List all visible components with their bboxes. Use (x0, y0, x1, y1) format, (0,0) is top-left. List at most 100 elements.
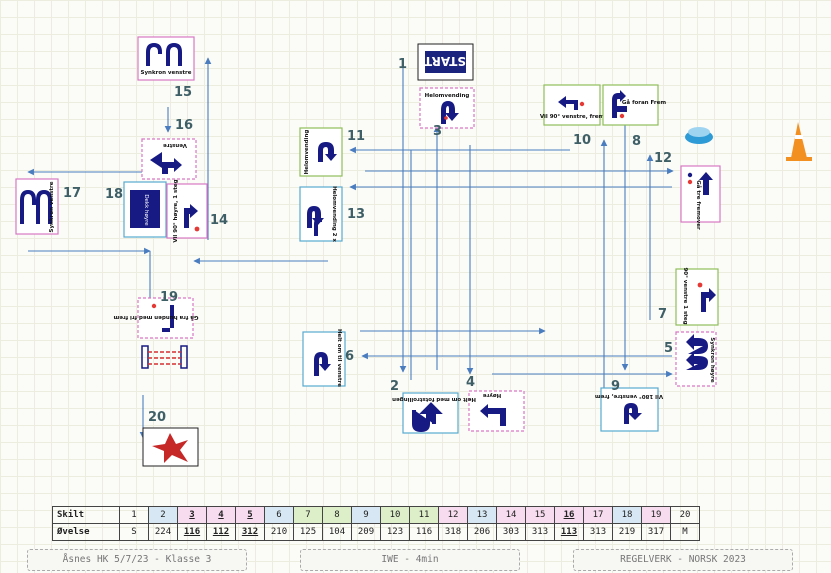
turn-glyph (162, 158, 182, 174)
table-row-skilt: Skilt 1 2 3 4 5 6 7 8 9 10 11 12 13 14 1… (52, 506, 700, 524)
skilt-cell: 13 (467, 506, 497, 524)
sign-11-label: Helomvending (304, 130, 310, 175)
exercise-table: Skilt 1 2 3 4 5 6 7 8 9 10 11 12 13 14 1… (52, 506, 700, 541)
skilt-cell: 6 (264, 506, 294, 524)
sign-numbers: 1 2 3 4 5 6 7 8 9 10 11 12 13 14 15 16 1… (63, 57, 673, 425)
turn-left-glyph (558, 96, 578, 110)
finish-emblem-icon (152, 433, 188, 463)
sign-2: Helt om med fotstrollingen (392, 392, 476, 434)
skilt-cell: 11 (409, 506, 439, 524)
ovelse-cell: 116 (409, 523, 439, 541)
traffic-cone-icon (786, 122, 812, 161)
finish-sign (142, 427, 199, 467)
sign-10-label: Vil 90° venstre, frem (540, 114, 605, 120)
ovelse-cell: 318 (438, 523, 468, 541)
sign-16: Venstre (141, 138, 197, 180)
sign-3: Helomvending (419, 87, 475, 129)
num-18: 18 (105, 187, 123, 202)
u-turn-glyph (146, 42, 162, 66)
skilt-cell: 8 (322, 506, 352, 524)
sign-7-label: 90° venstre 1 steg (682, 267, 688, 324)
ovelse-cell: 125 (293, 523, 323, 541)
sign-16-label: Venstre (163, 142, 187, 148)
skilt-cell: 10 (380, 506, 410, 524)
sign-10: Vil 90° venstre, frem (540, 84, 605, 126)
num-17: 17 (63, 186, 81, 201)
ovelse-cell: 123 (380, 523, 410, 541)
u-turn-glyph (307, 206, 324, 228)
sign-6: Helt om til venstre (302, 329, 346, 387)
num-12: 12 (654, 151, 672, 166)
skilt-cell: 12 (438, 506, 468, 524)
front-glyph (612, 90, 626, 118)
ovelse-cell: S (119, 523, 149, 541)
sign-18: Dekk høyre (123, 181, 167, 238)
sign-9-label: Vil 180° venstre, frem (595, 393, 663, 399)
skilt-cell: 4 (206, 506, 236, 524)
footer-judge: IWE - 4min (300, 549, 520, 571)
skilt-cell: 9 (351, 506, 381, 524)
u-turn-glyph (314, 352, 331, 376)
sign-6-label: Helt om til venstre (336, 329, 342, 387)
skilt-cell: 7 (293, 506, 323, 524)
course-map: START Helomvending Vil 90° venstre, frem… (15, 36, 812, 467)
num-10: 10 (573, 133, 591, 148)
footer-ruleset: REGELVERK - NORSK 2023 (573, 549, 793, 571)
sign-11: Helomvending (299, 127, 343, 177)
u-turn-glyph (166, 42, 182, 66)
sign-8-label: Gå foran Frem (622, 99, 666, 106)
course-path-arrows (27, 57, 674, 439)
food-bowl-icon (685, 127, 713, 144)
num-13: 13 (347, 207, 365, 222)
skilt-cell: 14 (496, 506, 526, 524)
sign-4: Høyre (468, 390, 525, 432)
sign-7: 90° venstre 1 steg (675, 267, 719, 326)
sign-17: Synkron venstre (15, 178, 59, 235)
turn-glyph (480, 404, 506, 426)
ovelse-cell: 313 (525, 523, 555, 541)
row-label: Skilt (52, 506, 120, 524)
num-14: 14 (210, 213, 228, 228)
skilt-cell: 17 (583, 506, 613, 524)
turn-glyph (184, 204, 198, 228)
ovelse-cell: 116 (177, 523, 207, 541)
ovelse-cell: 312 (235, 523, 265, 541)
dog-dot (619, 113, 625, 119)
dog-dot (444, 116, 448, 120)
turn-glyph (150, 152, 162, 168)
sign-5-label: Synkron høyre (709, 337, 715, 382)
sign-14-label: Vil 90° høyre, 1 steg (173, 179, 179, 242)
u-turn-glyph (314, 218, 322, 236)
num-3: 3 (433, 124, 442, 139)
sign-18-label: Dekk høyre (143, 194, 149, 226)
num-4: 4 (466, 375, 475, 390)
sign-8: Gå foran Frem (602, 84, 666, 126)
u-turn-glyph (686, 352, 708, 370)
u-turn-glyph (36, 189, 52, 224)
num-16: 16 (175, 118, 193, 133)
num-6: 6 (345, 349, 354, 364)
u-turn-glyph (412, 402, 443, 433)
num-11: 11 (347, 129, 365, 144)
num-19: 19 (160, 290, 178, 305)
ovelse-cell: 112 (206, 523, 236, 541)
sign-5: Synkron høyre (675, 331, 717, 387)
skilt-cell: 19 (641, 506, 671, 524)
ovelse-cell: 113 (554, 523, 584, 541)
u-turn-glyph (318, 142, 337, 162)
leave-dog-glyph (162, 305, 174, 332)
sign-13-label: Helomvending 2 x (331, 186, 337, 242)
sign-9: Vil 180° venstre, frem (595, 387, 663, 432)
skilt-cell: 1 (119, 506, 149, 524)
start-label: START (423, 54, 466, 68)
ovelse-cell: 210 (264, 523, 294, 541)
num-5: 5 (664, 341, 673, 356)
num-9: 9 (611, 379, 620, 394)
skilt-cell: 18 (612, 506, 642, 524)
u-turn-glyph (624, 403, 642, 424)
sign-14: Vil 90° høyre, 1 steg (166, 179, 208, 243)
start-sign: START (417, 43, 474, 81)
num-15: 15 (174, 85, 192, 100)
ovelse-cell: 303 (496, 523, 526, 541)
num-1: 1 (398, 57, 407, 72)
